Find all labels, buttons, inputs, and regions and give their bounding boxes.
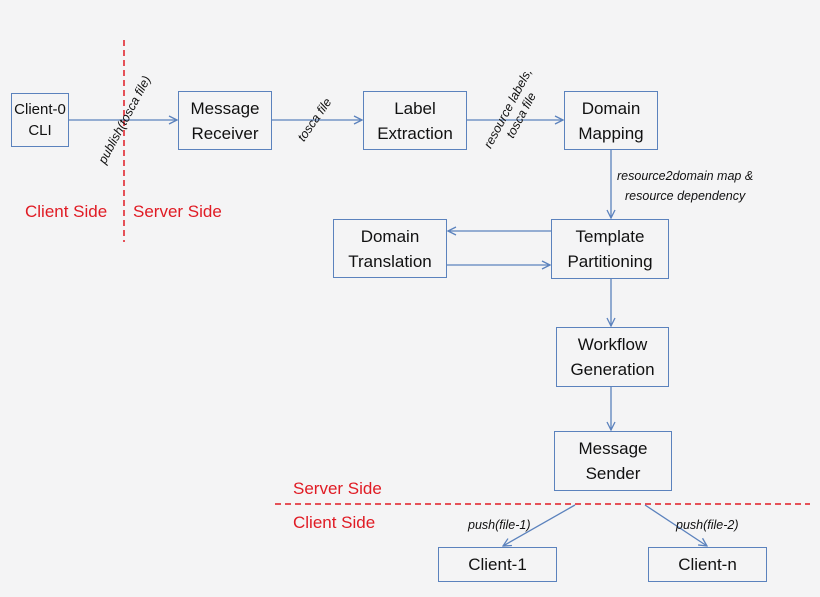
node-line: Generation (570, 360, 655, 379)
node-line: CLI (28, 122, 52, 139)
arrow-sender-clientn (644, 504, 707, 546)
node-line: Sender (585, 464, 641, 483)
node-line: Receiver (191, 123, 259, 143)
push-file-2-label: push(file-2) (676, 518, 739, 532)
server-side-label-bottom: Server Side (293, 479, 382, 498)
map-dependency-label: resource2domain map & resource dependenc… (617, 166, 753, 206)
arrow-sender-client1 (503, 504, 576, 546)
node-line: Label (394, 98, 436, 118)
node-line: Client-0 (14, 101, 66, 118)
node-line: Mapping (578, 123, 644, 143)
node-line: Template (575, 227, 645, 246)
node-line: Domain (360, 226, 420, 246)
node-line: Extraction (377, 123, 453, 143)
template-partitioning-node: Template Partitioning (551, 219, 669, 279)
label-line: resource2domain map & (617, 169, 754, 183)
node-line: Translation (348, 251, 432, 271)
message-receiver-node: Message Receiver (178, 91, 272, 150)
label-extraction-node: Label Extraction (363, 91, 467, 150)
node-line: Message (578, 439, 648, 458)
client-side-label-top: Client Side (25, 202, 108, 221)
client-side-label-bottom: Client Side (293, 513, 376, 532)
message-sender-node: Message Sender (554, 431, 672, 491)
workflow-generation-node: Workflow Generation (556, 327, 669, 387)
label-line: resource dependency (625, 189, 746, 203)
push-file-1-label: push(file-1) (468, 518, 531, 532)
client-1-node: Client-1 (438, 547, 557, 582)
domain-mapping-node: Domain Mapping (564, 91, 658, 150)
node-line: Client-1 (468, 555, 527, 574)
node-line: Partitioning (567, 252, 653, 271)
node-line: Domain (581, 98, 641, 118)
domain-translation-node: Domain Translation (333, 219, 447, 278)
client-0-cli-node: Client-0 CLI (11, 93, 69, 147)
node-line: Workflow (577, 335, 648, 354)
server-side-label-top: Server Side (133, 202, 222, 221)
node-line: Message (190, 98, 260, 118)
node-line: Client-n (678, 555, 737, 574)
client-n-node: Client-n (648, 547, 767, 582)
